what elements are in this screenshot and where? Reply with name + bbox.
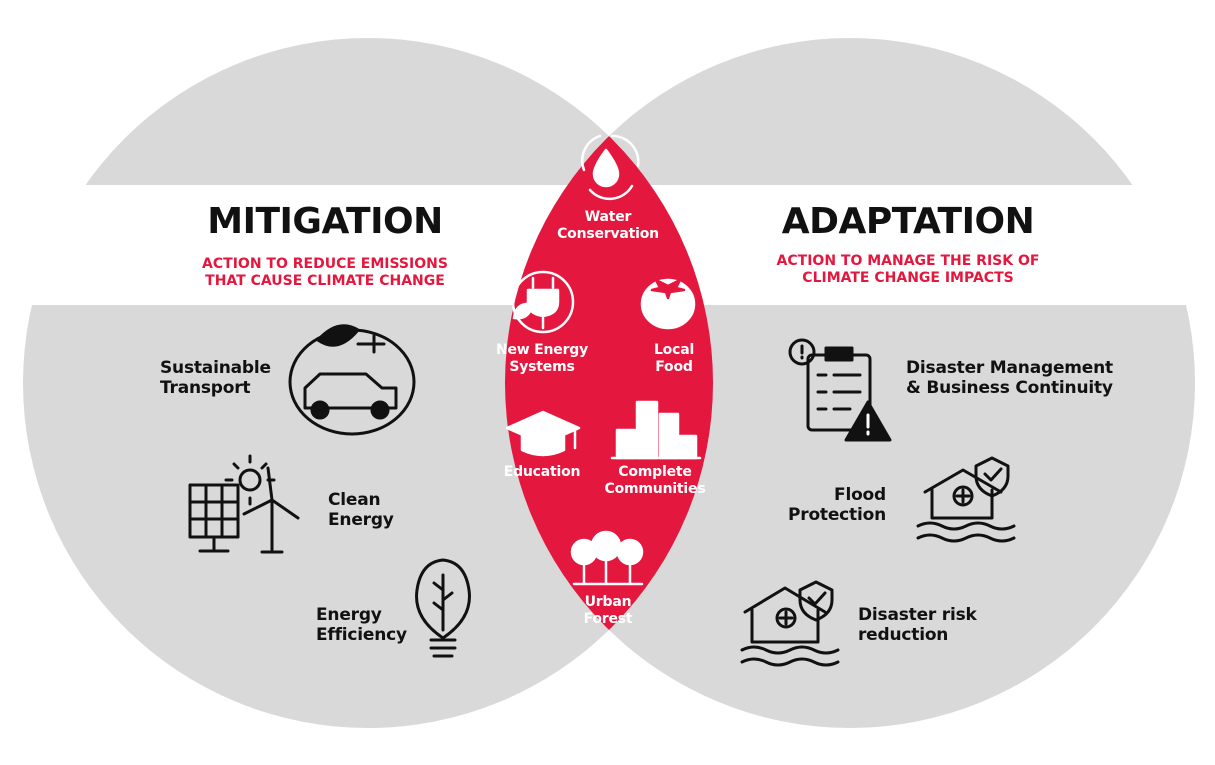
- checklist-warning-icon: [788, 338, 892, 442]
- mitigation-item-sustainable-transport: Sustainable Transport: [160, 358, 271, 398]
- water-cycle-icon: [581, 134, 640, 201]
- adaptation-title: ADAPTATION: [781, 201, 1035, 242]
- item-label-line1: Complete: [618, 464, 692, 480]
- item-label-line1: New Energy: [495, 342, 589, 358]
- item-label-line1: Disaster risk: [858, 605, 977, 625]
- adaptation-subtitle-line2: CLIMATE CHANGE IMPACTS: [802, 270, 1014, 286]
- overlap-item-new-energy-systems: New Energy Systems: [492, 342, 592, 376]
- item-label-line1: Urban: [584, 594, 632, 610]
- adaptation-subtitle: ACTION TO MANAGE THE RISK OF CLIMATE CHA…: [748, 253, 1068, 287]
- eco-bulb-icon: [415, 558, 471, 658]
- item-label-line2: Transport: [160, 378, 251, 398]
- item-label-line2: Systems: [509, 359, 575, 375]
- mitigation-subtitle: ACTION TO REDUCE EMISSIONS THAT CAUSE CL…: [165, 256, 485, 290]
- overlap-item-urban-forest: Urban Forest: [568, 594, 648, 628]
- city-buildings-icon: [610, 400, 702, 460]
- item-label-line2: Protection: [788, 505, 886, 525]
- item-label-line2: Forest: [583, 611, 633, 627]
- solar-wind-icon: [188, 454, 300, 554]
- adaptation-item-disaster-risk-reduction: Disaster risk reduction: [858, 605, 977, 645]
- adaptation-item-flood-protection: Flood Protection: [776, 485, 886, 525]
- adaptation-item-disaster-management: Disaster Management & Business Continuit…: [906, 358, 1113, 398]
- item-label-line1: Flood: [834, 485, 886, 505]
- item-label-line2: Communities: [604, 481, 706, 497]
- item-label-line1: Water: [584, 209, 632, 225]
- item-label-line2: Efficiency: [316, 625, 407, 645]
- item-label-line1: Clean: [328, 490, 381, 510]
- overlap-item-complete-communities: Complete Communities: [600, 464, 710, 498]
- item-label-line1: Education: [503, 464, 581, 480]
- graduation-cap-icon: [505, 410, 581, 457]
- mitigation-title: MITIGATION: [207, 201, 443, 242]
- item-label-line2: Food: [655, 359, 693, 375]
- trees-icon: [570, 530, 644, 586]
- overlap-item-local-food: Local Food: [634, 342, 714, 376]
- mitigation-item-energy-efficiency: Energy Efficiency: [316, 605, 407, 645]
- mitigation-item-clean-energy: Clean Energy: [328, 490, 394, 530]
- tomato-icon: [640, 278, 696, 330]
- mitigation-subtitle-line1: ACTION TO REDUCE EMISSIONS: [202, 256, 448, 272]
- item-label-line1: Disaster Management: [906, 358, 1113, 378]
- mitigation-subtitle-line2: THAT CAUSE CLIMATE CHANGE: [205, 273, 445, 289]
- plug-leaf-icon: [511, 270, 575, 334]
- adaptation-subtitle-line1: ACTION TO MANAGE THE RISK OF: [776, 253, 1040, 269]
- item-label-line2: Energy: [328, 510, 394, 530]
- item-label-line1: Energy: [316, 605, 382, 625]
- item-label-line1: Local: [653, 342, 695, 358]
- house-shield-icon: [740, 580, 840, 667]
- item-label-line2: Conservation: [557, 226, 659, 242]
- flood-house-shield-icon: [916, 456, 1016, 543]
- overlap-item-water-conservation: Water Conservation: [548, 209, 668, 243]
- item-label-line2: & Business Continuity: [906, 378, 1113, 398]
- item-label-line2: reduction: [858, 625, 949, 645]
- electric-car-icon: [288, 324, 416, 436]
- item-label-line1: Sustainable: [160, 358, 271, 378]
- overlap-item-education: Education: [496, 464, 588, 481]
